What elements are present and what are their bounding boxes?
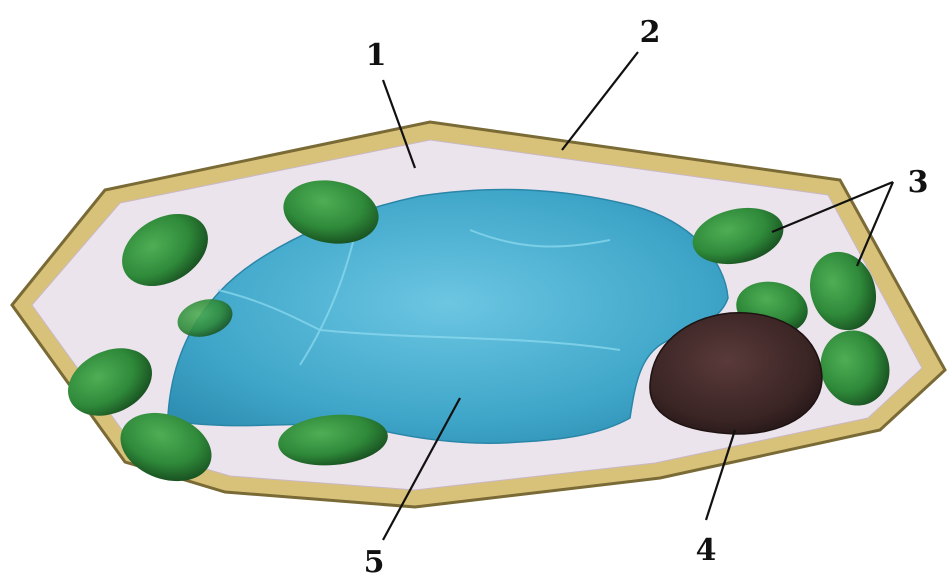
label-vacuole: 5 bbox=[364, 545, 385, 573]
label-chloroplasts: 3 bbox=[908, 165, 929, 200]
label-nucleus: 4 bbox=[696, 533, 717, 568]
label-cytoplasm: 1 bbox=[366, 38, 387, 73]
label-cell-wall: 2 bbox=[640, 15, 661, 50]
leader-line-2 bbox=[562, 52, 638, 150]
